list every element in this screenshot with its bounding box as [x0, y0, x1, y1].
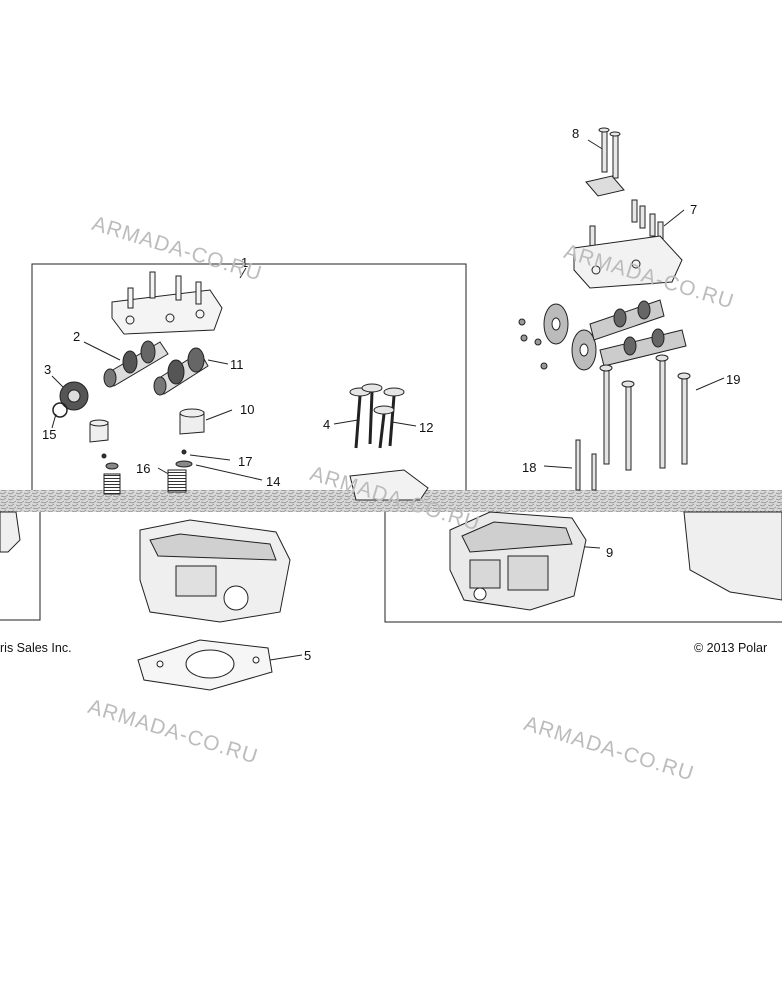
cylinder-head	[449, 511, 587, 611]
callout-17: 17	[238, 454, 253, 469]
camshaft-intake	[153, 347, 209, 396]
valves	[349, 383, 405, 449]
callout-19: 19	[726, 372, 741, 387]
scan-band	[0, 490, 782, 512]
callout-15: 15	[42, 427, 57, 442]
cylinder-head-left	[139, 519, 291, 623]
callout-11: 11	[230, 357, 244, 372]
callout-8: 8	[572, 126, 580, 141]
callout-10: 10	[240, 402, 255, 417]
callout-12: 12	[419, 420, 434, 435]
callout-9: 9	[606, 545, 614, 560]
head-gasket	[137, 639, 273, 691]
valve-springs	[101, 449, 193, 495]
cam-carrier	[111, 271, 223, 335]
carrier-bolts-long	[598, 127, 621, 179]
snap-ring	[52, 402, 68, 418]
copyright-left: ris Sales Inc.	[0, 641, 72, 655]
callout-3: 3	[44, 362, 52, 377]
camshaft-exhaust	[103, 340, 169, 388]
callout-14: 14	[266, 474, 281, 489]
cam-carrier-right	[573, 235, 683, 289]
cam-sprockets	[543, 303, 597, 371]
copyright-right: © 2013 Polar	[694, 641, 768, 655]
chain-guide-plate	[585, 175, 625, 197]
left-frame-edge	[0, 510, 41, 621]
cylinder-head-edge-right	[683, 511, 782, 601]
cam-carrier-center	[349, 469, 429, 501]
callout-18: 18	[522, 460, 537, 475]
callout-5: 5	[304, 648, 312, 663]
decompressor-hub	[59, 381, 89, 411]
sprocket-bolts	[518, 318, 548, 370]
callout-4: 4	[323, 417, 331, 432]
callout-1: 1	[241, 255, 249, 270]
callout-7: 7	[690, 202, 698, 217]
head-bolts	[575, 354, 691, 491]
cylinder-head-edge-left	[0, 511, 21, 553]
valve-tappets	[89, 408, 205, 443]
camshafts-right	[589, 299, 687, 367]
carrier-bolts-short	[589, 199, 664, 249]
right-frame-lower	[384, 510, 782, 623]
callout-16: 16	[136, 461, 151, 476]
callout-2: 2	[73, 329, 81, 344]
